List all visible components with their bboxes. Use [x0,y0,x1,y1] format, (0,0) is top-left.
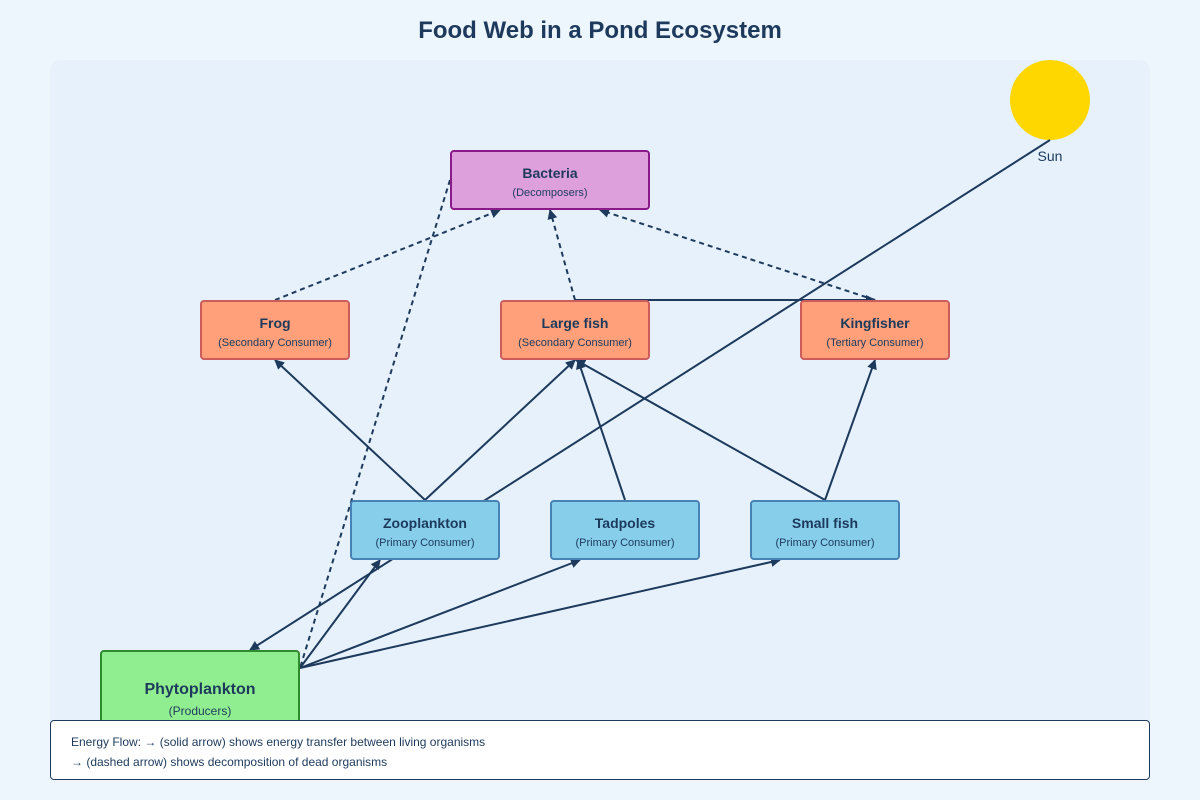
bacteria-role: (Decomposers) [512,187,588,199]
small-fish-name: Small fish [791,515,859,531]
legend-solid-arrow: Energy Flow: → (solid arrow) shows energ… [71,735,486,749]
arrow-tadpoles-to-large-fish [576,359,626,501]
arrow-zooplankton-to-large-fish [424,359,576,501]
sun-label: Sun [1037,148,1063,164]
large-fish-name: Large fish [541,315,609,331]
kingfisher-name: Kingfisher [840,315,910,331]
tadpoles-role: (Primary Consumer) [575,537,675,549]
phytoplankton-role: (Producers) [168,704,232,718]
arrow-frog-to-bacteria [274,208,501,301]
large-fish-node[interactable]: Large fish (Secondary Consumer) [500,300,650,360]
arrow-sun-to-phytoplankton [249,139,1051,651]
arrow-kingfisher-to-bacteria [599,208,876,301]
bacteria-name: Bacteria [522,165,578,181]
phytoplankton-name: Phytoplankton [144,681,256,698]
kingfisher-node[interactable]: Kingfisher (Tertiary Consumer) [800,300,950,360]
zooplankton-name: Zooplankton [383,515,467,531]
frog-node[interactable]: Frog (Secondary Consumer) [200,300,350,360]
tadpoles-node[interactable]: Tadpoles (Primary Consumer) [550,500,700,560]
arrow-small-fish-to-kingfisher [824,359,877,501]
sun-icon [1010,60,1090,140]
zooplankton-node[interactable]: Zooplankton (Primary Consumer) [350,500,500,560]
bacteria-node[interactable]: Bacteria (Decomposers) [450,150,650,210]
legend-dashed-arrow: → (dashed arrow) shows decomposition of … [71,755,388,769]
tadpoles-name: Tadpoles [594,515,656,531]
zooplankton-role: (Primary Consumer) [375,537,475,549]
arrow-bacteria-to-phytoplankton [299,179,451,669]
frog-name: Frog [259,315,291,331]
arrow-large-fish-to-bacteria [547,209,576,301]
kingfisher-role: (Tertiary Consumer) [826,337,924,349]
diagram-title: Food Web in a Pond Ecosystem [418,17,782,44]
arrow-zooplankton-to-frog [274,359,426,501]
small-fish-role: (Primary Consumer) [775,537,875,549]
arrow-phytoplankton-to-tadpoles [299,558,581,669]
arrow-phytoplankton-to-zooplankton [299,559,381,669]
arrow-small-fish-to-large-fish [575,359,826,501]
large-fish-role: (Secondary Consumer) [518,337,632,349]
small-fish-node[interactable]: Small fish (Primary Consumer) [750,500,900,560]
legend-box: Energy Flow: → (solid arrow) shows energ… [50,720,1150,780]
frog-role: (Secondary Consumer) [218,337,332,349]
arrow-phytoplankton-to-small-fish [299,557,781,669]
